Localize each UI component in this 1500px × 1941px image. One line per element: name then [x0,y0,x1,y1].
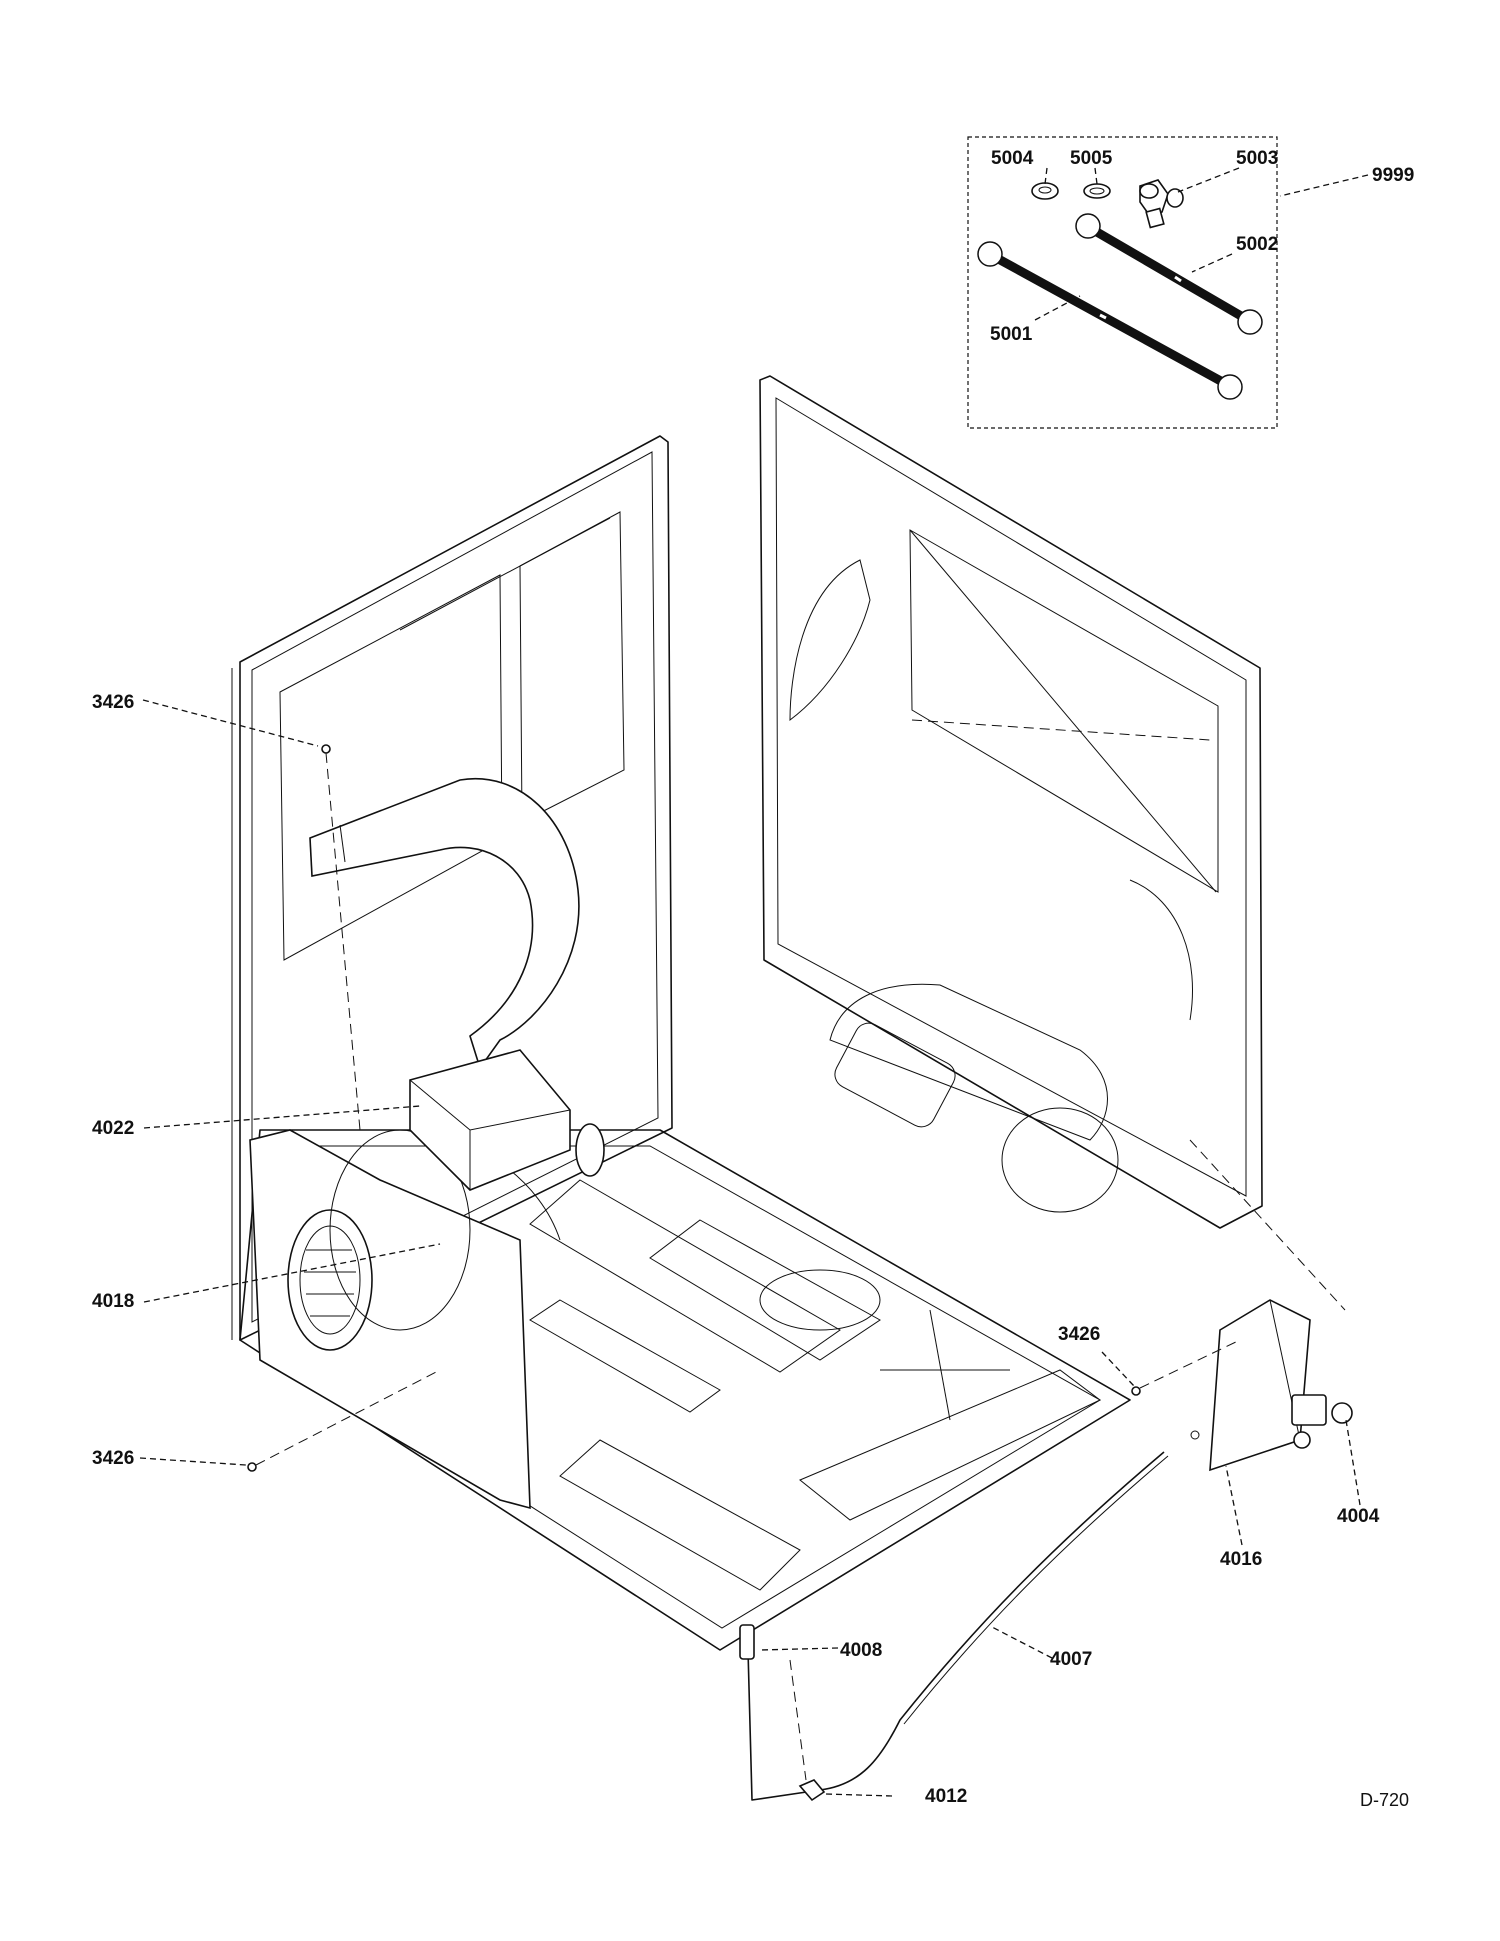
callout-4008: 4008 [840,1640,882,1661]
callout-4022: 4022 [92,1118,134,1139]
washer-5004 [1031,182,1059,200]
nozzle-4008 [739,1624,755,1660]
callout-5004: 5004 [991,148,1034,169]
exhaust-duct-4018 [309,777,580,1070]
callout-3426-right: 3426 [1058,1324,1100,1345]
callout-5001: 5001 [990,324,1033,345]
hose-kit-inset [967,136,1278,429]
inlet-valve-4004 [1291,1394,1353,1449]
assembly-line-screw-right [1139,1339,1241,1389]
callout-4012: 4012 [925,1786,967,1807]
callout-3426-left: 3426 [92,1448,134,1469]
assembly-line-clip [789,1659,807,1781]
heater-duct-4022 [409,1049,605,1191]
callout-4004: 4004 [1337,1506,1380,1527]
screw-3426-left [247,1462,257,1472]
blower-housing [249,1129,561,1510]
screw-3426-right [1131,1386,1141,1396]
hose-5002 [1075,213,1263,335]
kit-dashed-box [967,136,1278,429]
valve-bracket-4016 [1190,1299,1311,1472]
y-connector-5003 [1139,179,1184,229]
callout-4007: 4007 [1050,1649,1092,1670]
tube-clip-4012 [798,1779,826,1802]
callout-5005: 5005 [1070,148,1113,169]
hose-5001 [977,241,1243,400]
callout-5002: 5002 [1236,234,1278,255]
drawing-code: D-720 [1360,1790,1409,1810]
assembly-line-bracket [1189,1139,1346,1311]
callout-4018: 4018 [92,1291,134,1312]
leader-lines [139,167,1369,1797]
assembly-line-screw-top [325,752,361,1131]
screw-3426-top [321,744,331,754]
washer-5005 [1083,183,1111,199]
right-front-panel [759,375,1263,1229]
callout-3426-top: 3426 [92,692,134,713]
assembly-line-screw-left [255,1369,441,1466]
callout-5003: 5003 [1236,148,1278,169]
callout-4016: 4016 [1220,1549,1262,1570]
callout-9999: 9999 [1372,165,1414,186]
left-side-panel [231,435,673,1341]
water-tube-4007 [747,1451,1169,1801]
